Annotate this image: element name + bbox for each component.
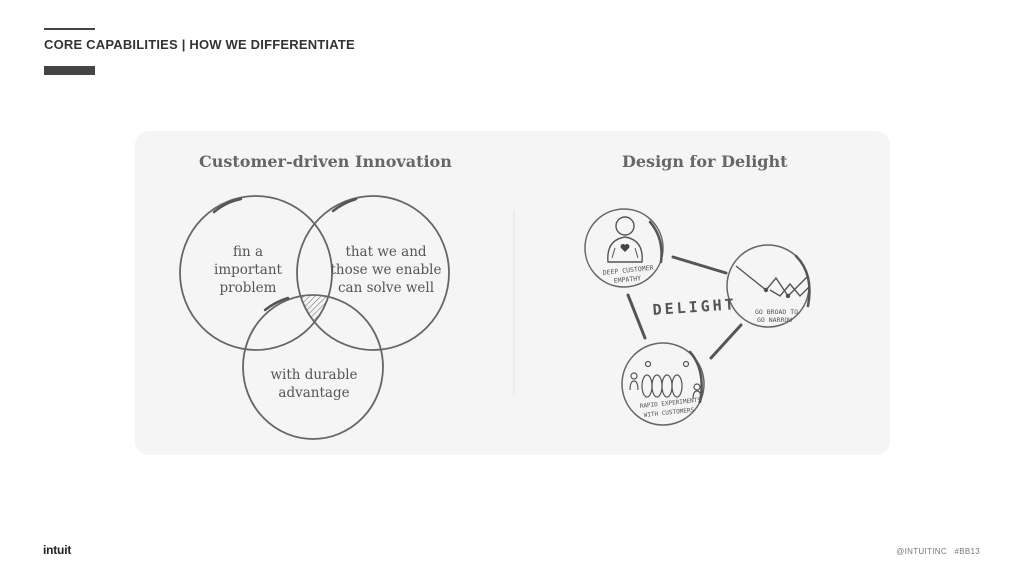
header-accent-bar	[44, 66, 95, 75]
header-top-rule	[44, 28, 95, 30]
venn-circle-c	[242, 294, 384, 440]
footer-hashtag: #BB13	[954, 547, 980, 556]
go-broad-go-narrow-node	[726, 244, 811, 328]
broad-narrow-icon	[735, 265, 811, 299]
content-panel	[135, 131, 890, 455]
rapid-experiments-node	[621, 342, 705, 426]
footer-social: @INTUITINC #BB13	[896, 547, 980, 556]
footer-handle: @INTUITINC	[896, 547, 947, 556]
venn-label-important-problem: fin a important problem	[214, 244, 282, 296]
broad-label-line1: GO BROAD TO	[755, 308, 798, 316]
experiments-icon	[629, 360, 702, 400]
customer-driven-innovation-title: Customer-driven Innovation	[199, 152, 452, 171]
venn-label-solve-well: that we and those we enable can solve we…	[330, 244, 442, 296]
delight-center-word: DELIGHT	[652, 295, 737, 319]
deep-customer-empathy-node	[584, 208, 664, 288]
customer-figure-icon	[607, 216, 643, 263]
page-title: CORE CAPABILITIES | HOW WE DIFFERENTIATE	[44, 37, 355, 52]
broad-label-line2: GO NARROW	[757, 316, 792, 324]
panel-divider	[513, 210, 515, 395]
venn-circle-a	[179, 195, 333, 351]
delight-diagram: DEEP CUSTOMER EMPATHY GO BROAD TO GO NAR…	[584, 208, 811, 426]
venn-diagram	[179, 195, 450, 440]
design-for-delight-title: Design for Delight	[622, 152, 788, 171]
venn-label-durable-advantage: with durable advantage	[270, 367, 358, 401]
empathy-label-line2: EMPATHY	[613, 274, 641, 285]
venn-circle-b	[296, 195, 450, 351]
intuit-logo: intuit	[43, 543, 72, 557]
